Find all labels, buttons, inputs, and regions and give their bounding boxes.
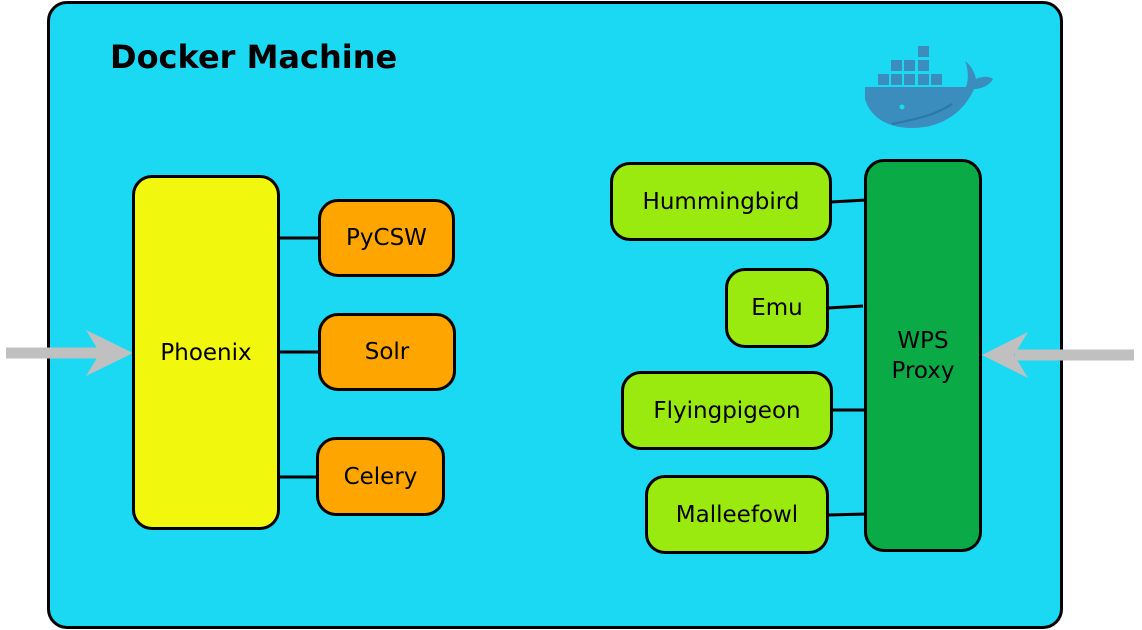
solr-label: Solr — [364, 339, 410, 365]
edge-malleefowl-wps — [827, 512, 867, 517]
malleefowl-label: Malleefowl — [675, 501, 799, 528]
phoenix-label: Phoenix — [160, 339, 252, 366]
flyingpigeon-node: Flyingpigeon — [621, 371, 833, 450]
hummingbird-node: Hummingbird — [610, 162, 832, 241]
flyingpigeon-label: Flyingpigeon — [653, 397, 801, 424]
input-arrow-right — [982, 332, 1134, 378]
wps-proxy-node: WPS Proxy — [864, 159, 982, 552]
input-arrow-left — [6, 330, 133, 376]
solr-node: Solr — [318, 313, 456, 391]
celery-node: Celery — [316, 437, 445, 516]
emu-label: Emu — [751, 295, 803, 321]
pycsw-label: PyCSW — [346, 225, 427, 251]
phoenix-node: Phoenix — [132, 175, 280, 530]
celery-label: Celery — [343, 463, 418, 490]
pycsw-node: PyCSW — [318, 199, 455, 277]
edge-hummingbird-wps — [830, 198, 867, 204]
wps-proxy-label: WPS Proxy — [891, 327, 955, 384]
diagram-title: Docker Machine — [110, 38, 398, 76]
hummingbird-label: Hummingbird — [642, 188, 800, 215]
malleefowl-node: Malleefowl — [645, 475, 829, 554]
emu-node: Emu — [725, 268, 829, 348]
edge-emu-wps — [827, 304, 864, 310]
docker-whale-icon — [865, 46, 993, 128]
